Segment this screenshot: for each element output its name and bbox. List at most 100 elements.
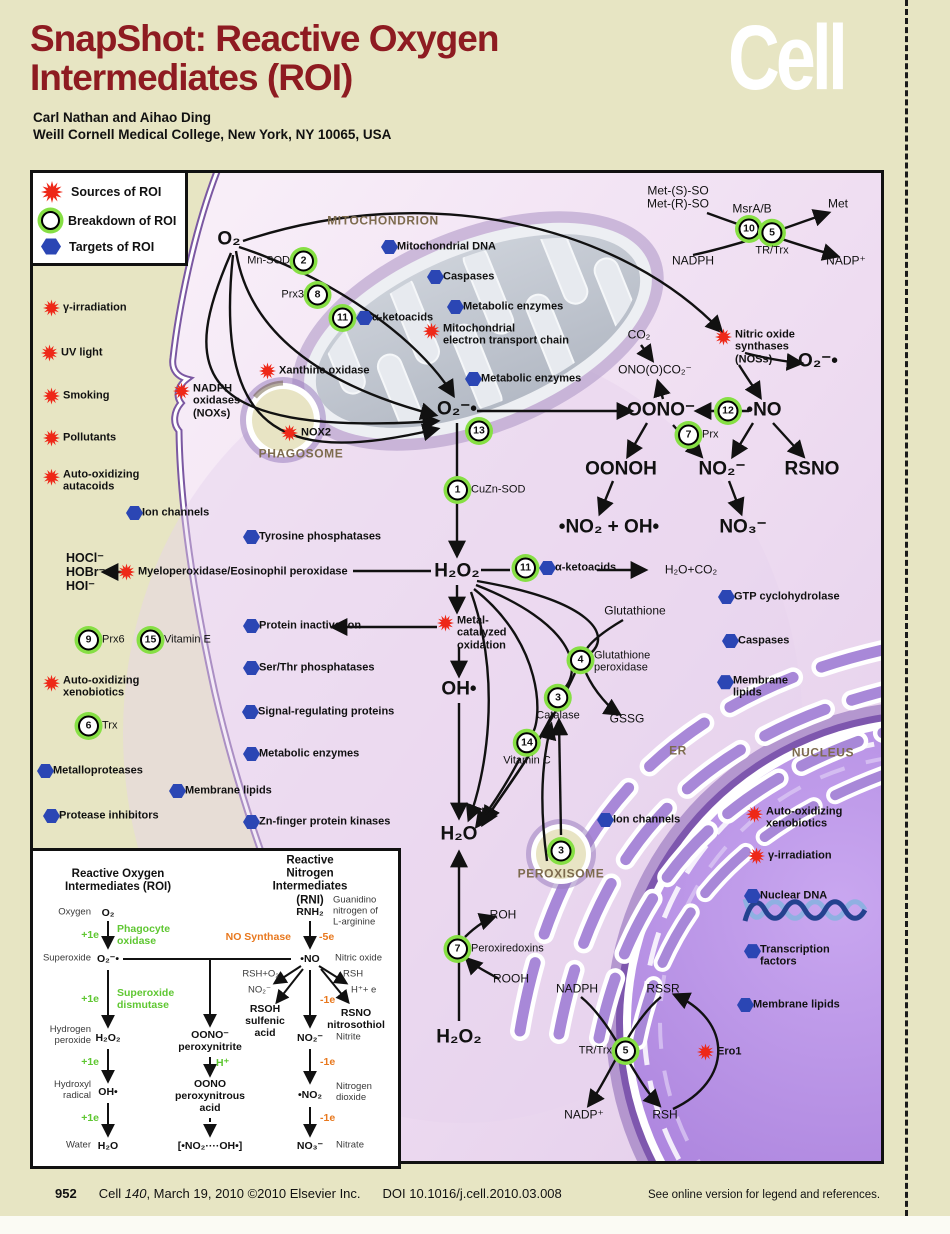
node-protein-inactivation: Protein inactivation — [243, 618, 362, 634]
node-hypohalous-acids: HOCl⁻ HOBr⁻ HOI⁻ — [66, 551, 106, 593]
inset-rni-heading: Reactive Nitrogen Intermediates (RNI) — [272, 854, 348, 907]
node-peroxisome-label: PEROXISOME — [517, 866, 605, 881]
node-superoxide: O₂⁻• — [437, 398, 477, 420]
node-mitochondrial-dna: Mitochondrial DNA — [381, 239, 496, 255]
node-met: Met — [827, 196, 849, 211]
metabolic-enzymes-mito-label: Metabolic enzymes — [463, 300, 564, 313]
prx-right-number: 7 — [685, 428, 692, 441]
inset-minus5e: -5e — [319, 930, 335, 943]
node-o2: O₂ — [217, 228, 241, 250]
auto-oxidizing-autacoids-star-icon — [43, 468, 60, 486]
reaction-arrows — [100, 209, 841, 1111]
node-hydroxyl-radical: OH• — [441, 678, 477, 700]
inset-e3: +1e — [81, 1055, 99, 1068]
inset-no2-minor: NO₂⁻ — [248, 984, 271, 996]
vitamin-e-label: Vitamin E — [164, 633, 211, 646]
tr-trx-bottom-label: TR/Trx — [578, 1044, 612, 1057]
targets-hex-icon — [41, 238, 61, 255]
inset-water-formula: H₂O — [97, 1139, 119, 1152]
protease-inhibitors-label: Protease inhibitors — [59, 809, 159, 822]
vitamin-c-number: 14 — [521, 735, 533, 748]
legend-breakdown-label: Breakdown of ROI — [68, 213, 177, 228]
node-glutathione-peroxidase: 4 Glutathione peroxidase — [570, 649, 651, 675]
inset-phagocyte-oxidase-e: +1e — [81, 928, 99, 941]
protein-inactivation-label: Protein inactivation — [259, 619, 362, 632]
legend-box: Sources of ROI Breakdown of ROI Targets … — [30, 170, 188, 266]
gamma-irradiation-left-label: γ-irradiation — [63, 301, 127, 314]
node-metalloproteases: Metalloproteases — [37, 763, 143, 779]
trim-dashed-line — [905, 0, 908, 1234]
catalase-peroxisome-number: 3 — [558, 844, 564, 857]
nox2-star-icon — [281, 424, 298, 442]
trx-number: 6 — [85, 719, 92, 732]
node-auto-oxidizing-autacoids: Auto-oxidizing autacoids — [43, 468, 139, 494]
auto-oxidizing-xenobiotics-nucleus-star-icon — [746, 805, 763, 823]
inset-oh-formula: OH• — [98, 1085, 118, 1098]
ion-channels-left-hex-icon — [126, 505, 143, 521]
glutathione-peroxidase-label: Glutathione peroxidase — [594, 649, 651, 674]
inset-nitrite-formula: NO₂⁻ — [297, 1031, 323, 1044]
tr-trx-bottom-number: 5 — [622, 1044, 629, 1057]
prx6-label: Prx6 — [102, 633, 125, 646]
vitamin-c-label: Vitamin C — [503, 754, 551, 767]
protease-inhibitors-hex-icon — [43, 808, 60, 824]
node-gamma-irradiation-nucleus: γ-irradiation — [748, 847, 832, 865]
node-glutathione: Glutathione — [604, 603, 666, 618]
inset-rsh-branch: RSH — [343, 968, 364, 980]
node-myeloperoxidase: Myeloperoxidase/Eosinophil peroxidase — [118, 563, 348, 581]
node-nuclear-dna: Nuclear DNA — [744, 888, 827, 904]
inset-rsoh: RSOH sulfenic acid — [245, 1002, 285, 1040]
node-rssr: RSSR — [646, 981, 680, 996]
tr-trx-top-circle-icon: 5 — [761, 222, 783, 244]
node-zn-finger-protein-kinases: Zn-finger protein kinases — [243, 814, 390, 830]
bottom-margin — [0, 1216, 950, 1234]
prx3-circle-icon: 8 — [307, 284, 328, 306]
membrane-lipids-er-hex-icon — [717, 675, 734, 690]
alpha-ketoacids-center-number: 11 — [519, 561, 532, 574]
signal-regulating-proteins-label: Signal-regulating proteins — [258, 705, 395, 718]
node-no2: NO₂⁻ — [698, 458, 746, 480]
inset-no-synthase: NO Synthase — [225, 930, 291, 943]
node-rsh: RSH — [652, 1107, 678, 1122]
breakdown-circle-icon — [41, 211, 60, 230]
inset-sod-e: +1e — [81, 992, 99, 1005]
metalloproteases-label: Metalloproteases — [53, 764, 143, 777]
page-number: 952 — [55, 1186, 77, 1201]
node-er-label: ER — [669, 743, 687, 758]
inset-minus1e-a: -1e — [320, 993, 336, 1006]
alpha-ketoacids-center-label: α-ketoacids — [555, 561, 617, 574]
roi-rni-inset: Reactive Oxygen Intermediates (ROI)React… — [30, 848, 401, 1169]
mitochondrion — [292, 211, 664, 451]
inset-oxygen-name: Oxygen — [58, 906, 91, 918]
prx3-number: 8 — [314, 288, 321, 301]
node-uv-light: UV light — [41, 344, 103, 362]
mn-sod-circle-icon: 2 — [293, 250, 314, 272]
mitochondrial-dna-hex-icon — [381, 239, 398, 255]
node-auto-oxidizing-xenobiotics-nucleus: Auto-oxidizing xenobiotics — [746, 805, 842, 831]
node-transcription-factors: Transcription factors — [744, 944, 830, 969]
node-tr-trx-bottom: TR/Trx 5 — [578, 1040, 636, 1062]
node-gtp-cyclohydrolase: GTP cyclohydrolase — [718, 589, 840, 605]
circle-10-circle-icon: 10 — [738, 218, 760, 240]
inset-oxygen-formula: O₂ — [101, 906, 115, 919]
metabolic-enzymes-cytosol-label: Metabolic enzymes — [259, 747, 360, 760]
caspases-right-label: Caspases — [738, 634, 790, 647]
legend-breakdown: Breakdown of ROI — [41, 211, 177, 230]
membrane-lipids-nucleus-label: Membrane lipids — [753, 998, 840, 1011]
glutathione-peroxidase-number: 4 — [577, 653, 584, 666]
phagosome — [240, 377, 326, 463]
ion-channels-er-label: Ion channels — [613, 813, 681, 826]
inset-no2-name: Nitrogen dioxide — [336, 1081, 372, 1103]
cuzn-sod-number: 1 — [454, 483, 461, 496]
alpha-ketoacids-mito-number: 11 — [336, 311, 349, 324]
xanthine-oxidase-star-icon — [259, 362, 276, 380]
metabolic-enzymes-cytosol-hex-icon — [243, 746, 260, 762]
node-metal-catalyzed-oxidation: Metal- catalyzed oxidation — [437, 614, 507, 652]
node-nadph-oxidases: NADPH oxidases (NOXs) — [173, 382, 240, 420]
mn-sod-number: 2 — [300, 254, 307, 267]
inset-h2o2-name: Hydrogen peroxide — [49, 1024, 91, 1046]
ero1-label: Ero1 — [717, 1045, 742, 1058]
nadph-oxidases-star-icon — [173, 382, 190, 400]
